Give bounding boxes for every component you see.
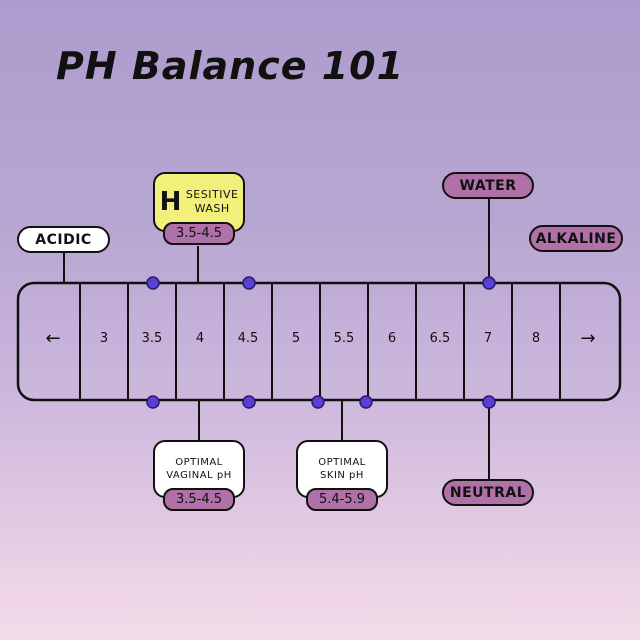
sensitive-wash-range: 3.5-4.5: [163, 222, 235, 245]
optimal-vaginal-line2: VAGINAL pH: [166, 470, 232, 481]
optimal-vaginal-range: 3.5-4.5: [163, 488, 235, 511]
optimal-vaginal-line1: OPTIMAL: [175, 457, 223, 468]
optimal-skin-line2: SKIN pH: [320, 470, 364, 481]
scale-dividers: [79, 283, 561, 400]
scale-cell-label: 6: [387, 331, 397, 346]
marker-dot-bottom-5-4: [311, 395, 325, 409]
marker-dot-bottom-3-5: [146, 395, 160, 409]
acidic-label: ACIDIC: [17, 226, 110, 253]
scale-cell-label: 5: [291, 331, 301, 346]
scale-cell-label: 4.5: [237, 331, 259, 346]
optimal-skin-range: 5.4-5.9: [306, 488, 378, 511]
scale-cell-label: 5.5: [333, 331, 355, 346]
scale-cell-label: 7: [483, 331, 493, 346]
alkaline-label: ALKALINE: [529, 225, 623, 252]
left-arrow-icon: ←: [45, 328, 61, 349]
right-arrow-icon: →: [580, 328, 596, 349]
neutral-label: NEUTRAL: [442, 479, 534, 506]
scale-cell-label: 6.5: [429, 331, 451, 346]
water-label: WATER: [442, 172, 534, 199]
marker-dot-top-7: [482, 276, 496, 290]
sensitive-wash-line1: SESITIVE: [185, 188, 239, 201]
marker-dot-top-4-5: [242, 276, 256, 290]
marker-dot-bottom-7: [482, 395, 496, 409]
scale-cell-label: 3.5: [141, 331, 163, 346]
marker-dot-bottom-5-9: [359, 395, 373, 409]
sensitive-wash-line2: WASH: [194, 202, 230, 215]
sensitive-wash-letter: H: [159, 186, 182, 217]
marker-dot-top-3-5: [146, 276, 160, 290]
page-title: PH Balance 101: [56, 44, 405, 88]
marker-dot-bottom-4-5: [242, 395, 256, 409]
optimal-skin-line1: OPTIMAL: [318, 457, 366, 468]
scale-cell-label: 3: [99, 331, 109, 346]
sensitive-wash-text: SESITIVE WASH: [186, 188, 239, 216]
scale-cell-label: 8: [531, 331, 541, 346]
scale-cell-label: 4: [195, 331, 205, 346]
